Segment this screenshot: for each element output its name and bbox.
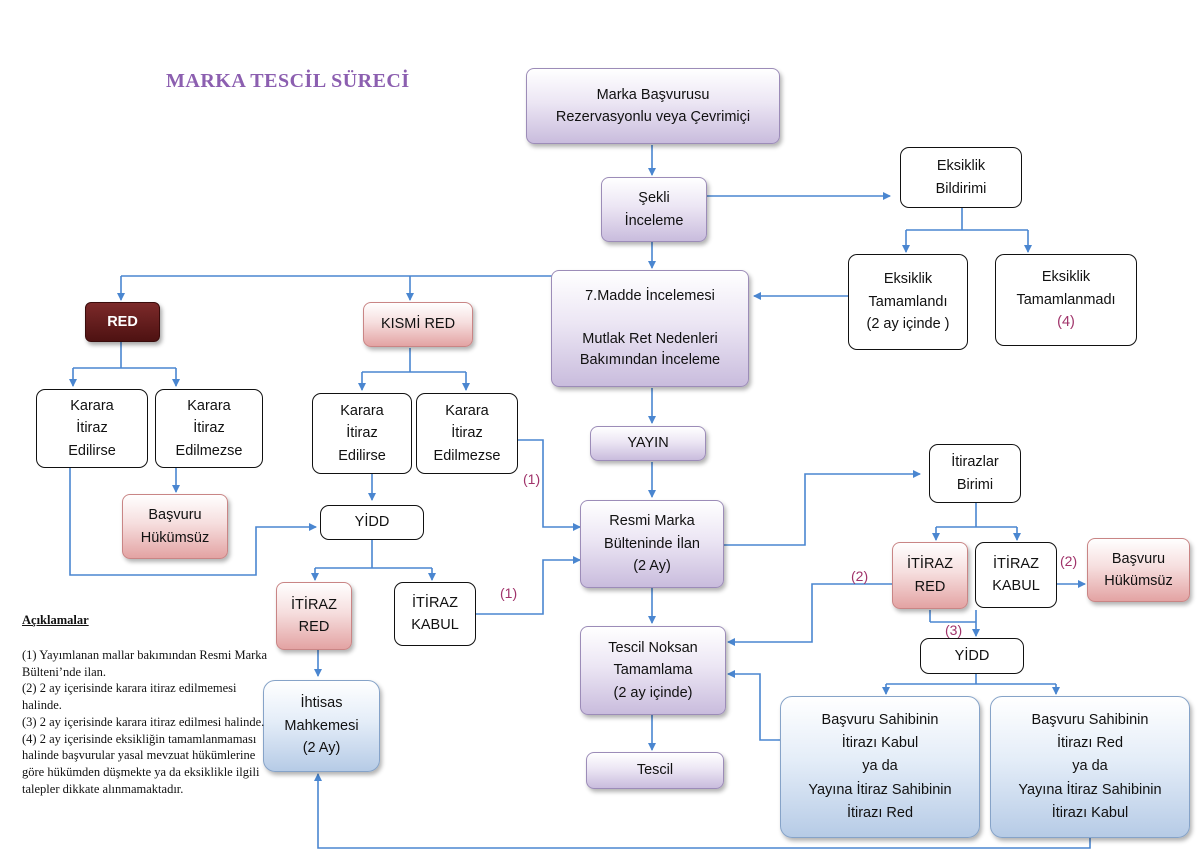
article7-examination-box: 7.Madde İncelemesi Mutlak Ret Nedenleri … <box>551 270 749 387</box>
specialized-court-box: İhtisas Mahkemesi (2 Ay) <box>263 680 380 772</box>
objection-accepted-box-left: İTİRAZ KABUL <box>394 582 476 646</box>
partial-rejection-box: KISMİ RED <box>363 302 473 347</box>
note-ref-2b: (2) <box>1060 553 1078 569</box>
deficiency-not-completed-box: Eksiklik Tamamlanmadı (4) <box>995 254 1137 346</box>
formal-examination-box: Şekli İnceleme <box>601 177 707 242</box>
registration-completion-box: Tescil Noksan Tamamlama (2 ay içinde) <box>580 626 726 715</box>
objection-filed-box-mid: Karara İtiraz Edilirse <box>312 393 412 474</box>
rejection-box: RED <box>85 302 160 342</box>
note-item: (2) 2 ay içerisinde karara itiraz edilme… <box>22 681 237 712</box>
application-void-box-right: Başvuru Hükümsüz <box>1087 538 1190 602</box>
objection-not-filed-box-left: Karara İtiraz Edilmezse <box>155 389 263 468</box>
official-bulletin-box: Resmi Marka Bülteninde İlan (2 Ay) <box>580 500 724 588</box>
publication-box: YAYIN <box>590 426 706 461</box>
objection-rejected-box-left: İTİRAZ RED <box>276 582 352 650</box>
deficiency-notice-box: Eksiklik Bildirimi <box>900 147 1022 208</box>
note-item: (4) 2 ay içerisinde eksikliğin tamamlanm… <box>22 731 260 796</box>
notes-panel: Açıklamalar (1) Yayımlanan mallar bakımı… <box>22 612 272 798</box>
note-ref-3: (3) <box>945 622 963 638</box>
deficiency-not-completed-label: Eksiklik Tamamlanmadı <box>1016 269 1116 308</box>
note-ref-2: (2) <box>851 568 869 584</box>
trademark-application-box: Marka Başvurusu Rezervasyonlu veya Çevri… <box>526 68 780 144</box>
yidd-box-left: YİDD <box>320 505 424 540</box>
diagram-title: MARKA TESCİL SÜRECİ <box>166 70 410 92</box>
applicant-objection-accepted-box: Başvuru Sahibinin İtirazı Kabul ya da Ya… <box>780 696 980 838</box>
note-ref-1a: (1) <box>523 471 541 487</box>
objection-rejected-box-right: İTİRAZ RED <box>892 542 968 609</box>
yidd-box-right: YİDD <box>920 638 1024 674</box>
objections-unit-box: İtirazlar Birimi <box>929 444 1021 503</box>
notes-heading: Açıklamalar <box>22 613 89 627</box>
objection-not-filed-box-mid: Karara İtiraz Edilmezse <box>416 393 518 474</box>
note-ref-1b: (1) <box>500 585 518 601</box>
deficiency-completed-box: Eksiklik Tamamlandı (2 ay içinde ) <box>848 254 968 350</box>
registration-box: Tescil <box>586 752 724 789</box>
objection-accepted-box-right: İTİRAZ KABUL <box>975 542 1057 608</box>
applicant-objection-rejected-box: Başvuru Sahibinin İtirazı Red ya da Yayı… <box>990 696 1190 838</box>
note-item: (3) 2 ay içerisinde karara itiraz edilme… <box>22 714 265 729</box>
note-item: (1) Yayımlanan mallar bakımından Resmi M… <box>22 647 268 679</box>
deficiency-not-completed-note: (4) <box>1057 314 1075 331</box>
application-void-box-left: Başvuru Hükümsüz <box>122 494 228 559</box>
objection-filed-box-left: Karara İtiraz Edilirse <box>36 389 148 468</box>
